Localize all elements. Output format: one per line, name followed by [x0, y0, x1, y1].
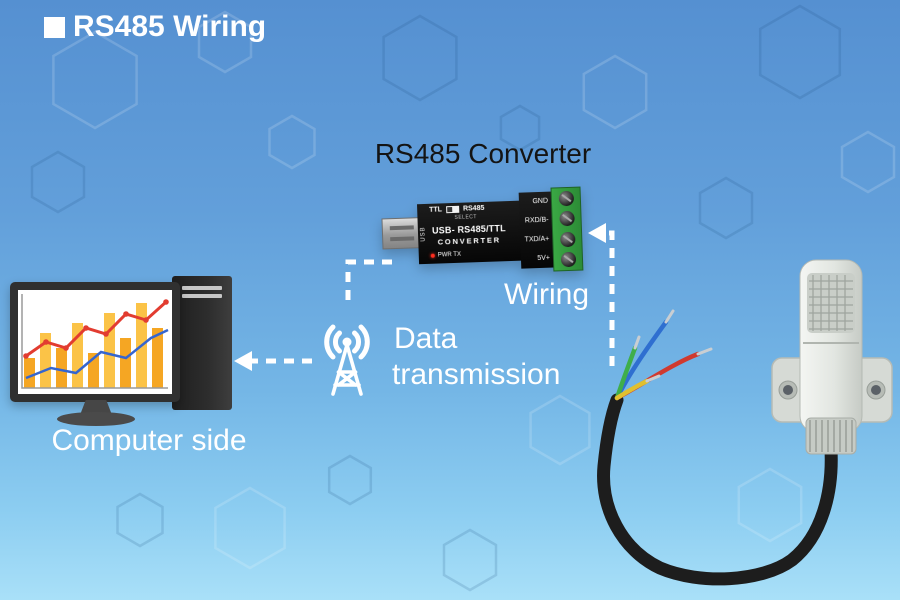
converter-label: RS485 Converter: [374, 138, 592, 169]
wire-red-tip: [696, 347, 713, 356]
mode-switch: [445, 205, 460, 214]
tower-drive-slot: [182, 294, 222, 298]
select-label: SELECT: [454, 214, 478, 221]
wire-blue-tip: [664, 309, 675, 324]
power-label: PWR TX: [437, 251, 462, 259]
sensor-cable: [597, 393, 838, 586]
usb-plug: [381, 217, 421, 250]
sensor-probe: [597, 259, 893, 586]
mode-row: TTL RS485: [429, 205, 484, 214]
power-indicator: PWR TX: [430, 251, 462, 259]
pin-rxd-label: RXD/B-: [524, 216, 549, 225]
page-title-text: RS485 Wiring: [73, 10, 267, 43]
pin-5v-label: 5V+: [537, 254, 551, 263]
terminal-screw: [558, 190, 574, 207]
monitor: [10, 282, 180, 402]
computer-side-label: Computer side: [51, 424, 247, 457]
page-title: RS485 Wiring: [44, 10, 266, 44]
wireless-antenna-icon: [324, 324, 370, 396]
screen-chart: [21, 294, 169, 389]
data-transmission-label-line1: Data: [394, 322, 458, 355]
wire-green: [614, 345, 638, 401]
rs485-label: RS485: [462, 204, 485, 213]
monitor-screen: [18, 290, 172, 394]
monitor-base: [57, 412, 135, 426]
tower-drive-slot: [182, 286, 222, 290]
pin-gnd-label: GND: [532, 197, 549, 206]
wire-green-tip: [633, 335, 641, 350]
usb-rs485-converter: USB TTL RS485 SELECT USB- RS485/TTL CONV…: [381, 186, 584, 278]
vent-grid: [807, 273, 855, 333]
monitor-stand: [80, 400, 112, 415]
usb-plug-slot: [389, 225, 414, 230]
data-transmission-label-line2: transmission: [392, 358, 561, 391]
wiring-label: Wiring: [504, 278, 590, 311]
terminal-screw: [558, 211, 575, 227]
title-bullet-icon: [44, 16, 65, 38]
wire-yellow: [614, 378, 650, 401]
pin-txd-label: TXD/A+: [524, 235, 550, 244]
pc-tower: [172, 276, 232, 410]
pin-labels: GND RXD/B- TXD/A+ 5V+: [518, 191, 554, 269]
power-led: [430, 253, 435, 258]
cable-gland: [805, 417, 857, 455]
ttl-label: TTL: [429, 206, 443, 214]
usb-plug-slot: [390, 236, 415, 241]
device-subname: CONVERTER: [437, 235, 502, 247]
arrowhead-to-computer: [234, 351, 252, 371]
switch-knob: [446, 207, 453, 213]
wire-yellow-tip: [645, 374, 661, 383]
converter-body: USB TTL RS485 SELECT USB- RS485/TTL CONV…: [416, 200, 522, 265]
